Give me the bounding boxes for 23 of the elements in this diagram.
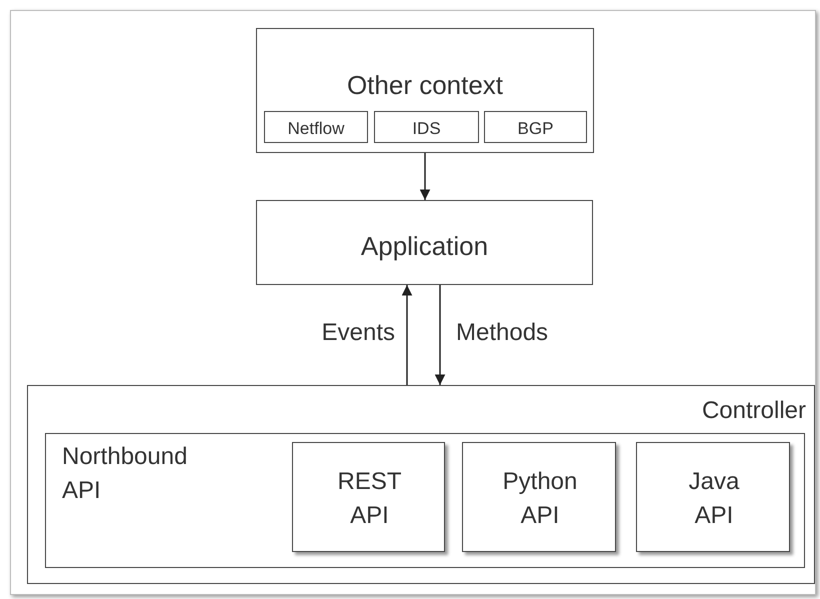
node-label: Java API bbox=[688, 467, 740, 531]
source-box bbox=[264, 111, 368, 143]
node-label: Northbound API bbox=[62, 442, 188, 506]
node-label: REST API bbox=[336, 467, 402, 531]
node-label: BGP bbox=[516, 118, 554, 140]
context-box bbox=[256, 28, 594, 153]
arrow bbox=[402, 285, 412, 385]
api-box bbox=[462, 442, 616, 552]
source-box bbox=[374, 111, 479, 143]
api-box bbox=[636, 442, 790, 552]
controller-box bbox=[27, 385, 815, 584]
node-label: Controller bbox=[702, 396, 806, 426]
node-label: IDS bbox=[411, 118, 442, 140]
source-box bbox=[484, 111, 587, 143]
node-label: Python API bbox=[502, 467, 578, 531]
arrow bbox=[434, 285, 446, 385]
api-layer-box bbox=[45, 433, 805, 568]
node-label: Netflow bbox=[286, 118, 346, 140]
application-box bbox=[256, 200, 593, 285]
arrow bbox=[420, 153, 430, 200]
api-box bbox=[292, 442, 445, 552]
node-label: Application bbox=[360, 230, 490, 263]
node-label: Other context bbox=[346, 69, 504, 102]
